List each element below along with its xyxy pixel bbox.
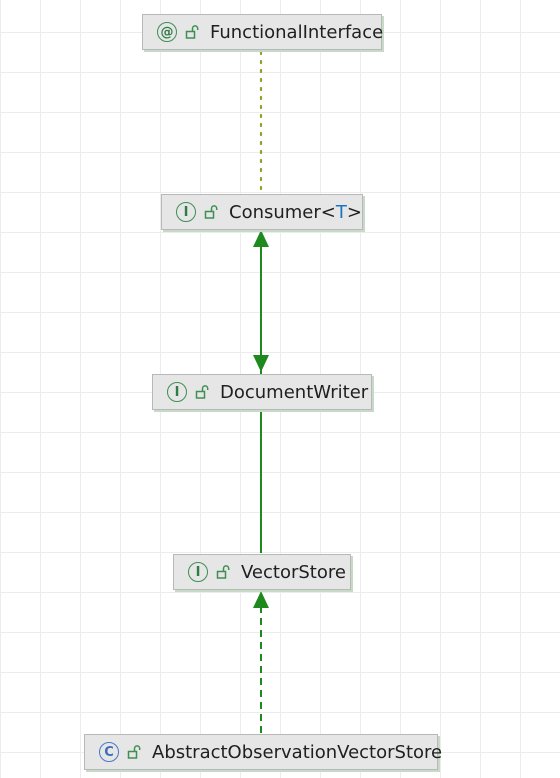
annotation-badge-icon: @ — [157, 22, 177, 42]
node-label: FunctionalInterface — [210, 21, 384, 43]
open-lock-icon — [216, 565, 230, 579]
node-label: AbstractObservationVectorStore — [152, 741, 443, 763]
type-close: > — [346, 201, 362, 223]
arrowhead-vectorstore — [253, 591, 269, 608]
node-label: VectorStore — [241, 561, 346, 583]
node-label: DocumentWriter — [220, 381, 369, 403]
node-label: Consumer — [229, 201, 321, 223]
open-lock-icon — [204, 205, 218, 219]
interface-badge-icon: I — [176, 202, 196, 222]
node-consumer[interactable]: I Consumer<T> — [161, 194, 363, 230]
open-lock-icon — [185, 25, 199, 39]
arrowhead-consumer — [253, 230, 269, 247]
node-documentwriter[interactable]: I DocumentWriter — [152, 374, 372, 410]
node-vectorstore[interactable]: I VectorStore — [173, 554, 351, 590]
type-parameter: T — [335, 201, 347, 223]
node-functionalinterface[interactable]: @ FunctionalInterface — [142, 14, 384, 50]
node-abstractobservationvectorstore[interactable]: C AbstractObservationVectorStore — [84, 734, 442, 770]
type-open: < — [320, 201, 336, 223]
open-lock-icon — [127, 745, 141, 759]
interface-badge-icon: I — [167, 382, 187, 402]
open-lock-icon — [195, 385, 209, 399]
arrowhead-documentwriter — [253, 355, 269, 372]
interface-badge-icon: I — [188, 562, 208, 582]
class-badge-icon: C — [99, 742, 119, 762]
